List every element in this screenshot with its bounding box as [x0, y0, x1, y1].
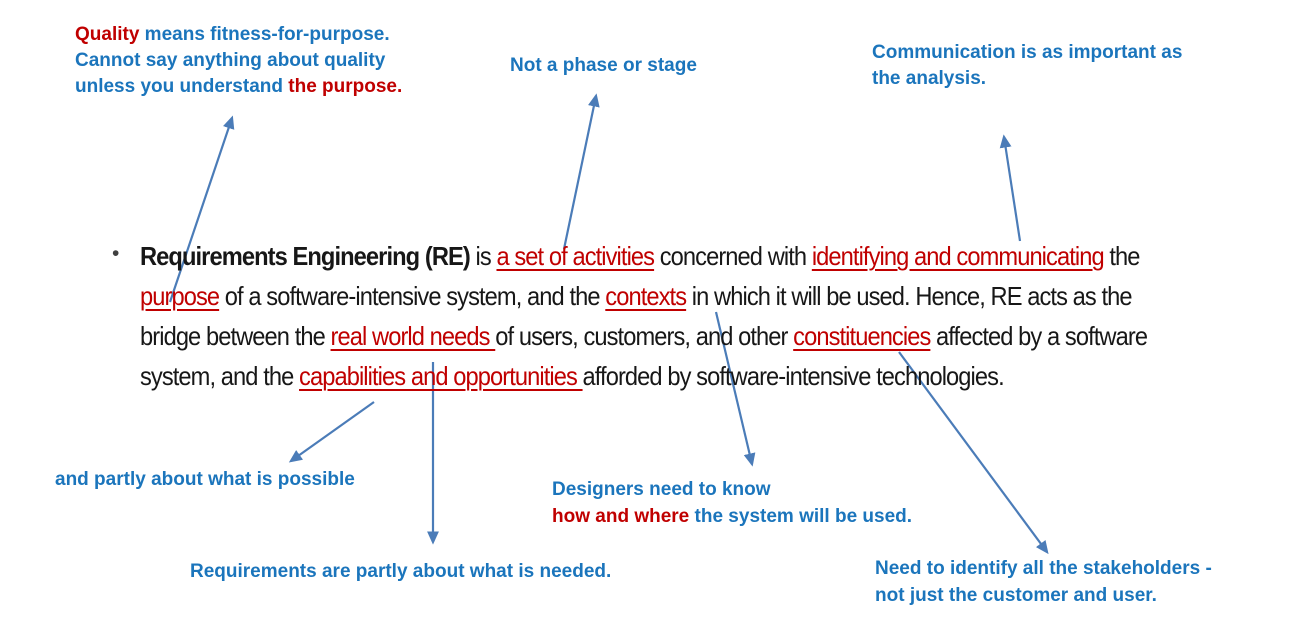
note-what-is-possible: and partly about what is possible: [55, 467, 355, 493]
text-segment: bridge between the: [140, 321, 331, 351]
text-segment: is: [469, 241, 497, 271]
text-segment: of users, customers, and other: [495, 321, 794, 351]
text-segment: capabilities and opportunities: [299, 361, 583, 391]
text-segment: afforded by software-intensive technolog…: [582, 361, 1005, 391]
text-segment: Not a phase or stage: [510, 55, 697, 76]
text-segment: Need to identify all the stakeholders -: [875, 558, 1212, 579]
text-segment: unless you understand: [75, 76, 289, 97]
note-not-a-phase: Not a phase or stage: [510, 53, 697, 79]
note-line: Quality means fitness-for-purpose.: [75, 22, 402, 48]
text-segment: means fitness-for-purpose.: [139, 24, 390, 45]
text-segment: in which it will be used. Hence, RE acts…: [686, 281, 1133, 311]
arrow-activities-to-phase-note: [562, 93, 600, 250]
text-segment: Requirements Engineering (RE): [140, 241, 471, 271]
note-designers: Designers need to know how and where the…: [552, 476, 912, 530]
text-segment: constituencies: [793, 321, 931, 351]
text-segment: affected by a software: [930, 321, 1148, 351]
text-segment: the analysis.: [872, 68, 987, 89]
text-segment: the: [1103, 241, 1140, 271]
note-line: Not a phase or stage: [510, 53, 697, 79]
paragraph-line: bridge between the real world needs of u…: [140, 316, 1148, 356]
note-what-is-needed: Requirements are partly about what is ne…: [190, 559, 611, 585]
text-segment: not just the customer and user.: [875, 585, 1157, 606]
note-line: Communication is as important as: [872, 40, 1182, 66]
text-segment: system, and the: [140, 361, 300, 391]
note-line: Designers need to know: [552, 476, 912, 503]
bullet-point: •: [112, 242, 120, 265]
note-line: how and where the system will be used.: [552, 503, 912, 530]
text-segment: a set of activities: [496, 241, 655, 271]
note-line: unless you understand the purpose.: [75, 74, 402, 100]
re-definition-paragraph: Requirements Engineering (RE) is a set o…: [140, 236, 1247, 396]
text-segment: the system will be used.: [689, 506, 913, 527]
text-segment: purpose: [140, 281, 220, 311]
note-line: Cannot say anything about quality: [75, 48, 402, 74]
text-segment: real world needs: [330, 321, 496, 351]
text-segment: Cannot say anything about quality: [75, 50, 386, 71]
note-quality: Quality means fitness-for-purpose. Canno…: [75, 22, 402, 100]
note-line: and partly about what is possible: [55, 467, 355, 493]
text-segment: contexts: [605, 281, 687, 311]
note-line: Need to identify all the stakeholders -: [875, 555, 1212, 582]
text-segment: identifying and communicating: [811, 241, 1105, 271]
note-line: Requirements are partly about what is ne…: [190, 559, 611, 585]
note-stakeholders: Need to identify all the stakeholders - …: [875, 555, 1212, 609]
note-line: not just the customer and user.: [875, 582, 1212, 609]
paragraph-line: Requirements Engineering (RE) is a set o…: [140, 236, 1147, 276]
arrow-communicating-to-communication-note: [999, 134, 1022, 242]
text-segment: Requirements are partly about what is ne…: [190, 561, 612, 582]
text-segment: the purpose.: [288, 76, 403, 97]
text-segment: Quality: [75, 24, 140, 45]
text-segment: how and where: [552, 506, 690, 527]
text-segment: Communication is as important as: [872, 42, 1183, 63]
text-segment: Designers need to know: [552, 479, 771, 500]
text-segment: of a software-intensive system, and the: [219, 281, 606, 311]
text-segment: and partly about what is possible: [55, 469, 355, 490]
text-segment: concerned with: [654, 241, 812, 271]
arrow-capabilities-to-possible-note: [288, 401, 375, 463]
paragraph-line: purpose of a software-intensive system, …: [140, 276, 1147, 316]
note-communication: Communication is as important as the ana…: [872, 40, 1182, 92]
paragraph-line: system, and the capabilities and opportu…: [140, 356, 1147, 396]
note-line: the analysis.: [872, 66, 1182, 92]
